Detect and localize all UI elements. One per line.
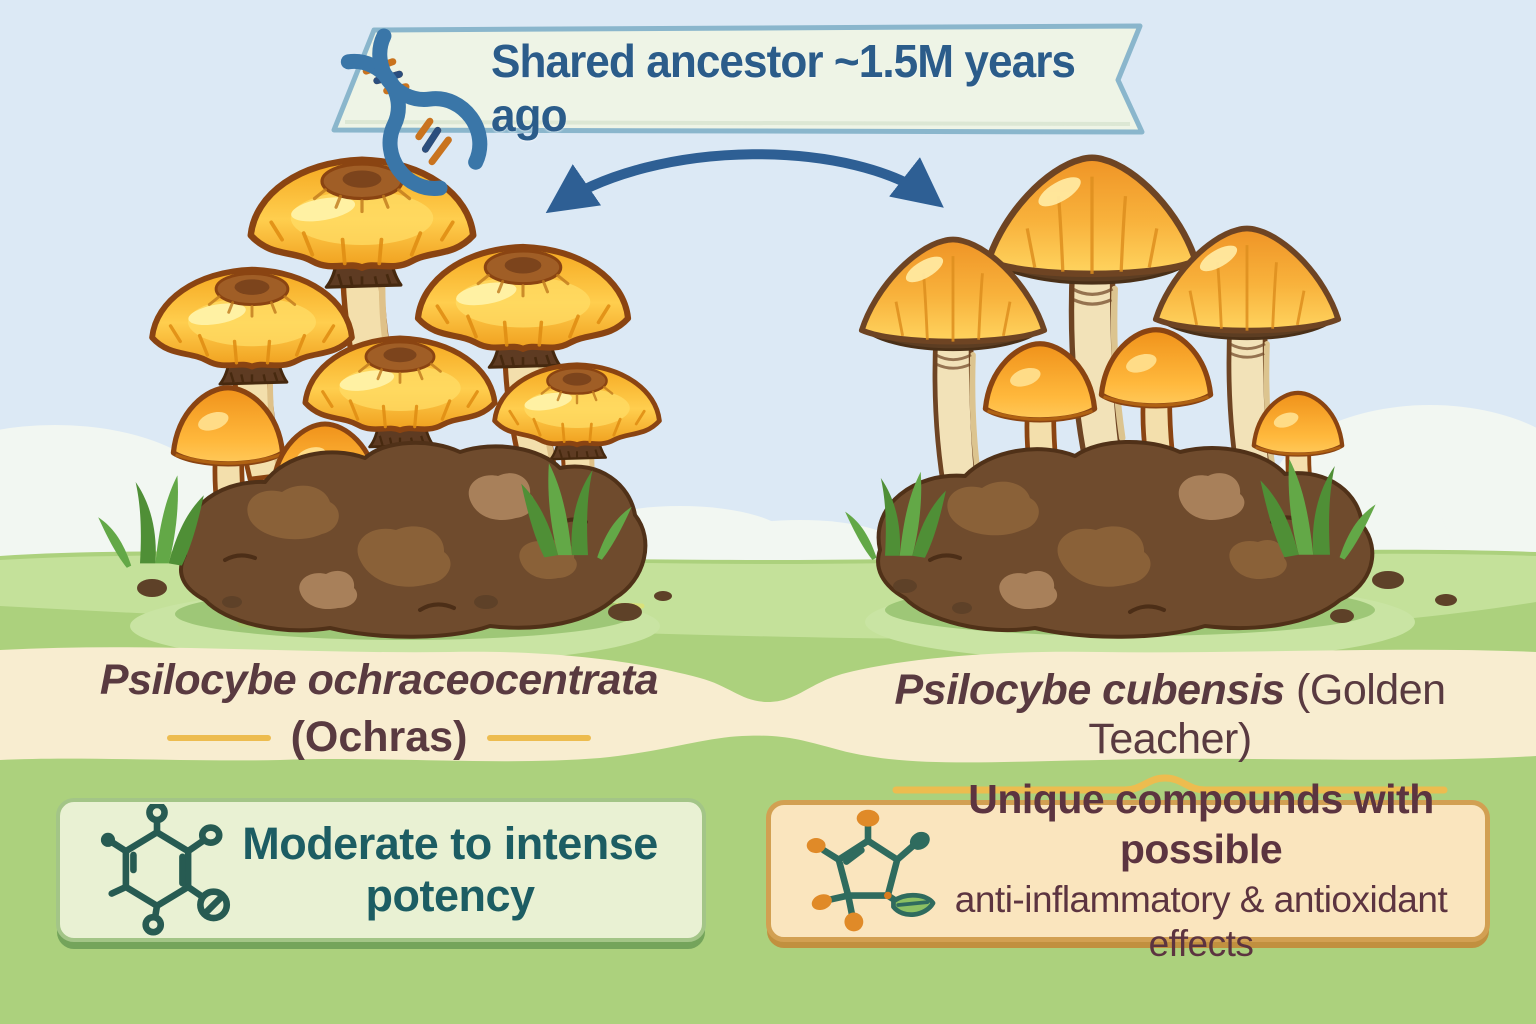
dirt-mound-right: [876, 439, 1375, 639]
species-label-left: Psilocybe ochraceocentrata (Ochras): [96, 656, 662, 762]
dirt-mound-left: [179, 440, 648, 639]
potency-info-box: Moderate to intense potency: [56, 798, 706, 942]
compounds-info-box: Unique compounds with possible anti-infl…: [766, 776, 1490, 964]
double-arrow: [545, 149, 944, 214]
pebbles-left: [137, 579, 672, 621]
compounds-text-line2: anti-inflammatory & antioxidant effects: [954, 878, 1448, 965]
species-alias-left: (Ochras): [290, 713, 468, 761]
potency-text: Moderate to intense potency: [242, 818, 658, 921]
pebbles-right: [893, 571, 1457, 623]
gold-divider-right: [487, 734, 592, 741]
species-label-right: Psilocybe cubensis (Golden Teacher): [838, 666, 1502, 798]
species-name-left: Psilocybe ochraceocentrata: [99, 656, 659, 704]
species-name-right: Psilocybe cubensis: [894, 666, 1285, 714]
banner-title: Shared ancestor ~1.5M years ago: [490, 35, 1076, 141]
gold-underline: [838, 774, 1502, 798]
species-alias-right: (Golden Teacher): [1088, 666, 1446, 763]
gold-divider-left: [166, 734, 271, 741]
molecule-leaf-icon: [806, 809, 936, 932]
compounds-text-line1: Unique compounds with possible: [968, 776, 1434, 872]
cream-band: [0, 647, 1536, 763]
dna-helix-icon: [340, 28, 488, 196]
molecule-icon: [100, 804, 231, 936]
